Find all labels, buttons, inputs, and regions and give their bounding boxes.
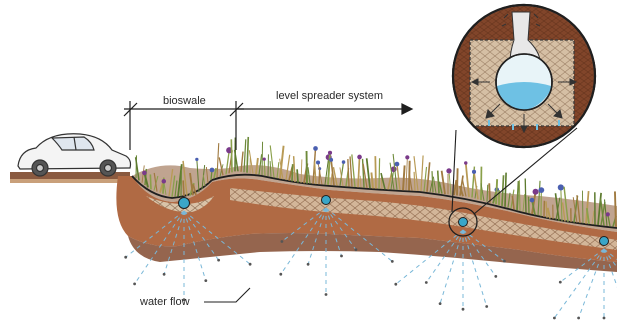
water-flow-leader (204, 288, 250, 302)
car-icon (18, 134, 131, 176)
perforated-pipe-1 (179, 198, 190, 209)
perforated-pipe-2 (322, 196, 331, 205)
bioswale-dimension (124, 101, 244, 150)
pipe-detail-magnifier (450, 0, 600, 160)
arrow-icon (236, 104, 412, 114)
perforated-pipe-4 (600, 237, 609, 246)
level-spreader-label: level spreader system (276, 91, 383, 102)
water-flow-label: water flow (140, 297, 190, 308)
bioswale-label: bioswale (163, 96, 206, 107)
